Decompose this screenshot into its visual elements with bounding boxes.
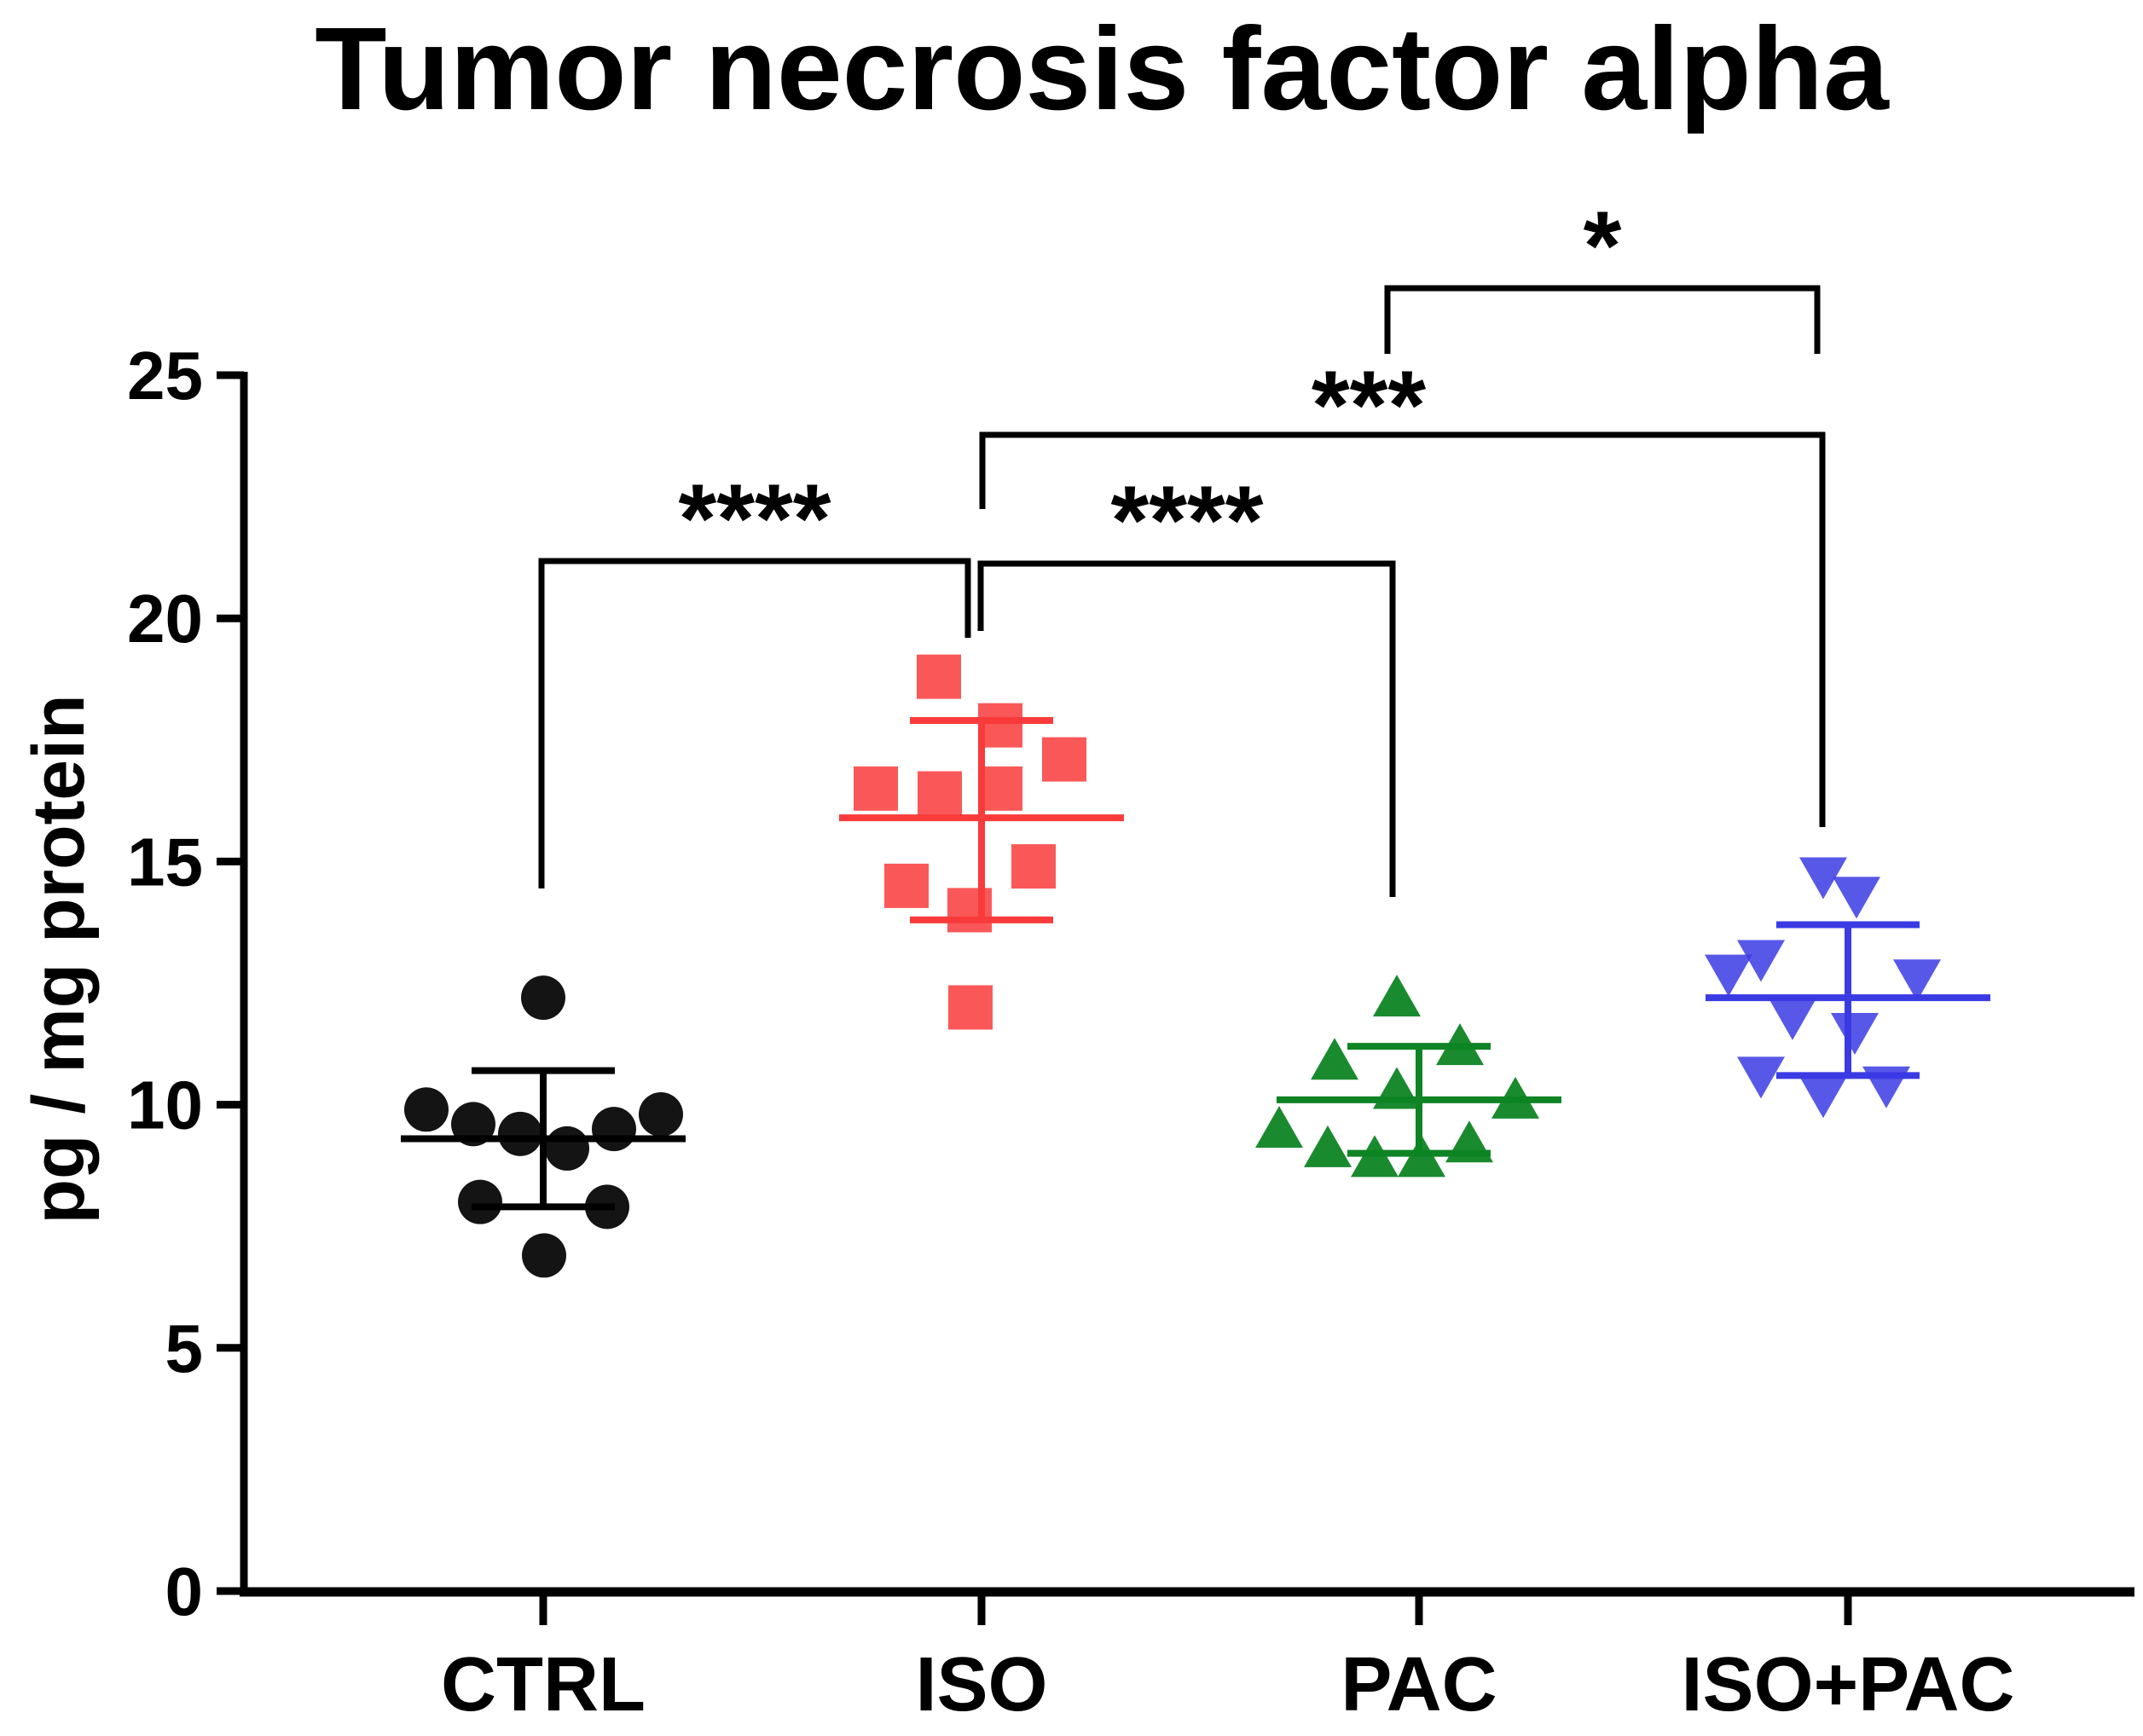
data-point — [1831, 1013, 1879, 1056]
data-point — [522, 1233, 566, 1278]
data-point — [884, 863, 929, 908]
y-tick-label: 10 — [127, 1068, 203, 1143]
data-point — [1737, 940, 1785, 982]
data-point — [1491, 1076, 1539, 1119]
sig-stars: * — [1584, 192, 1622, 301]
data-point — [1862, 1066, 1910, 1108]
data-point — [1737, 1056, 1785, 1099]
sig-bracket — [977, 560, 1396, 897]
data-point — [1351, 1135, 1399, 1178]
data-point — [1799, 857, 1847, 900]
data-point — [1255, 1106, 1303, 1149]
data-point — [404, 1087, 449, 1132]
data-point — [498, 1111, 542, 1156]
data-point — [1042, 737, 1086, 782]
chart-title: Tumor necrosis factor alpha — [315, 3, 1890, 135]
data-point — [639, 1092, 683, 1137]
data-point — [1705, 954, 1752, 997]
data-point — [1311, 1038, 1358, 1080]
y-axis-label: pg / mg protein — [18, 694, 100, 1224]
data-point — [458, 1179, 502, 1224]
data-point — [1893, 959, 1941, 1002]
data-point — [585, 1184, 629, 1230]
group-label: ISO — [915, 1642, 1047, 1727]
sig-stars: **** — [678, 465, 831, 574]
data-point — [1398, 1135, 1445, 1178]
data-point — [592, 1107, 636, 1152]
sig-stars: **** — [1110, 466, 1263, 576]
data-point — [948, 985, 993, 1030]
data-point — [1373, 1067, 1421, 1109]
data-point — [1436, 1023, 1484, 1066]
data-point — [1769, 998, 1816, 1040]
data-point — [1445, 1120, 1493, 1163]
data-point — [451, 1102, 495, 1147]
data-point — [918, 771, 962, 816]
data-point — [545, 1126, 589, 1171]
y-tick-label: 20 — [127, 581, 203, 657]
y-tick-label: 25 — [127, 338, 203, 414]
data-point — [854, 766, 898, 811]
y-tick-label: 15 — [127, 824, 203, 900]
data-point — [978, 766, 1022, 811]
group-label: PAC — [1341, 1642, 1497, 1727]
data-point — [521, 975, 565, 1021]
y-tick-label: 5 — [165, 1311, 204, 1386]
sig-stars: *** — [1312, 351, 1427, 460]
data-point — [1833, 877, 1880, 919]
data-point — [947, 888, 992, 933]
sig-bracket — [1384, 285, 1821, 354]
data-point — [1304, 1125, 1352, 1167]
group-label: CTRL — [441, 1642, 646, 1727]
data-point — [917, 654, 961, 699]
data-point — [1011, 844, 1056, 889]
y-tick-label: 0 — [165, 1554, 204, 1629]
group-label: ISO+PAC — [1682, 1642, 2015, 1727]
data-point — [1799, 1076, 1847, 1119]
data-point — [978, 703, 1022, 748]
data-point — [1373, 975, 1421, 1017]
sig-bracket — [979, 431, 1826, 827]
sig-bracket — [538, 558, 971, 888]
